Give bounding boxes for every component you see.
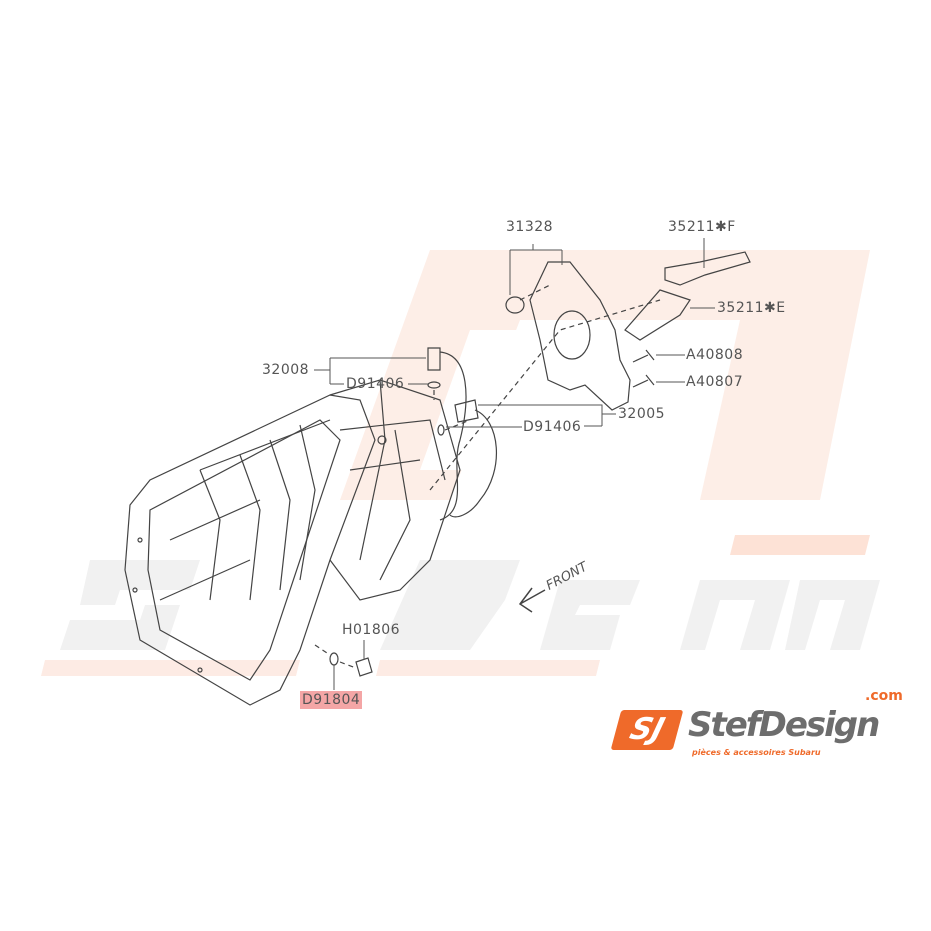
part-label-D91406-lower[interactable]: D91406 xyxy=(523,419,582,435)
logo-com: .com xyxy=(865,688,903,704)
gasket-D91804 xyxy=(329,652,339,666)
logo-tagline: pièces & accessoires Subaru xyxy=(692,748,821,757)
part-label-31328[interactable]: 31328 xyxy=(506,219,554,235)
part-label-D91804-highlighted[interactable]: D91804 xyxy=(300,691,363,709)
part-label-32005[interactable]: 32005 xyxy=(618,406,666,422)
bushing-31328 xyxy=(505,296,525,314)
part-35211F xyxy=(664,251,751,286)
gasket-D91406-b xyxy=(437,424,445,436)
bell-housing xyxy=(124,394,376,706)
switch-32008 xyxy=(427,347,441,371)
bolt-A40807 xyxy=(632,374,655,388)
part-label-32008[interactable]: 32008 xyxy=(262,362,310,378)
part-label-35211F[interactable]: 35211✱F xyxy=(668,219,736,235)
front-arrow-icon xyxy=(518,587,546,613)
transmission-case xyxy=(329,379,461,601)
part-label-A40808[interactable]: A40808 xyxy=(686,347,744,363)
watermark-com-shape xyxy=(730,535,870,555)
watermark-brand-shape xyxy=(60,560,880,650)
part-label-35211E[interactable]: 35211✱E xyxy=(717,300,786,316)
stefdesign-logo: SJ StefDesign .com pièces & accessoires … xyxy=(610,688,920,762)
part-label-D91406-upper[interactable]: D91406 xyxy=(346,376,405,392)
part-label-H01806[interactable]: H01806 xyxy=(342,622,401,638)
gasket-D91406-a xyxy=(427,381,441,389)
bolt-A40808 xyxy=(632,349,655,363)
logo-name: StefDesign xyxy=(688,705,880,745)
plug-H01806 xyxy=(355,657,373,677)
switch-32005 xyxy=(454,399,479,423)
part-label-A40807[interactable]: A40807 xyxy=(686,374,744,390)
part-35211E xyxy=(624,289,691,341)
extension-cover xyxy=(529,261,631,411)
logo-mark: SJ xyxy=(610,710,684,750)
